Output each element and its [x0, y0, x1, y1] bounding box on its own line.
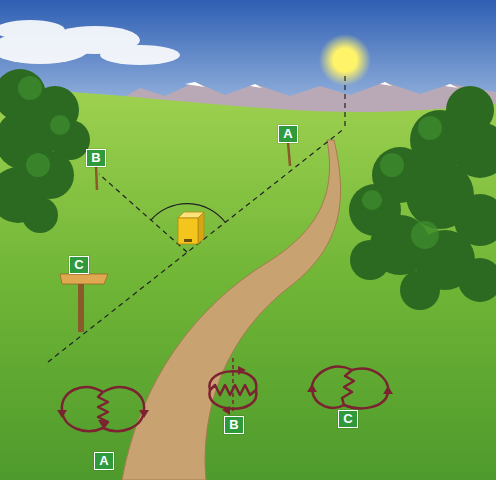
letter-label: A: [99, 454, 109, 468]
food-source-sign: B: [86, 149, 106, 167]
letter-label: C: [74, 258, 84, 272]
food-source-sign: A: [278, 125, 298, 143]
dance-arrows-b: [222, 366, 246, 415]
snow-caps: [185, 82, 458, 88]
food-source-sign: C: [69, 256, 89, 274]
direction-lines: [48, 76, 345, 362]
letter-label: C: [343, 412, 353, 426]
left-trees: [0, 69, 90, 233]
sun: [333, 48, 357, 72]
grass-hill: [0, 88, 496, 480]
letter-label: B: [229, 418, 239, 432]
right-trees: [349, 86, 496, 310]
left-trees-light: [18, 76, 70, 177]
dirt-path: [122, 140, 341, 480]
beehive: [178, 212, 204, 244]
dance-label: A: [94, 452, 114, 470]
dance-label: B: [224, 416, 244, 434]
dance-label: C: [338, 410, 358, 428]
sign-posts: [60, 142, 290, 332]
waggle-dance-c: [312, 367, 388, 409]
clouds: [0, 20, 180, 65]
letter-label: A: [283, 127, 293, 141]
letter-label: B: [91, 151, 101, 165]
dance-vertical-b: [232, 358, 234, 414]
dance-arrows-a: [57, 410, 149, 428]
waggle-dance-a: [62, 387, 144, 431]
dance-arrows-c: [307, 384, 393, 394]
right-trees-light: [362, 116, 442, 249]
